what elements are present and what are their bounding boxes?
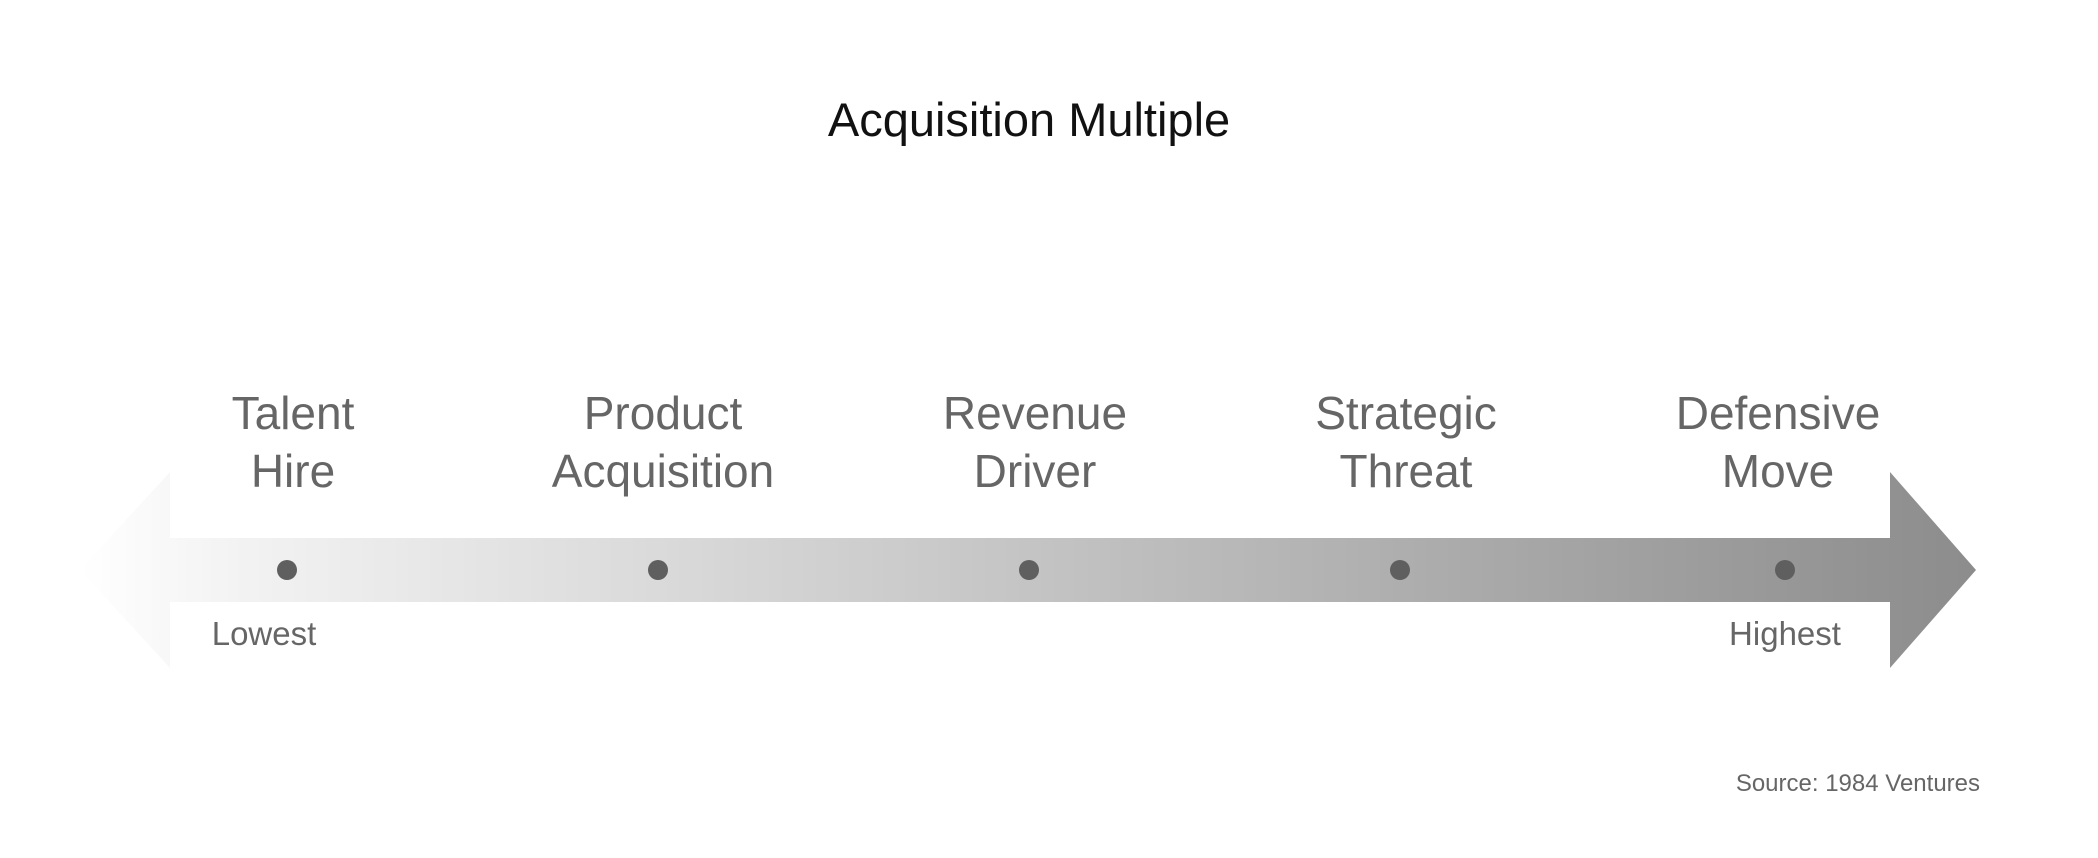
stage-label-revenue-driver: Revenue Driver (885, 384, 1185, 500)
highest-label: Highest (1729, 615, 1841, 652)
stage-label-defensive-move: Defensive Move (1628, 384, 1928, 500)
stage-label-line: Hire (250, 445, 336, 497)
stage-label-line: Talent (231, 387, 355, 439)
stage-dot-defensive-move (1775, 560, 1795, 580)
stage-label-line: Defensive (1675, 387, 1881, 439)
diagram-title: Acquisition Multiple (827, 93, 1231, 146)
stage-label-line: Product (583, 387, 743, 439)
stage-dot-talent-hire (277, 560, 297, 580)
stage-label-line: Strategic (1315, 387, 1497, 439)
stage-label-line: Move (1721, 445, 1835, 497)
stage-label-line: Threat (1339, 445, 1473, 497)
source-note: Source: 1984 Ventures (1735, 770, 1980, 797)
lowest-label: Lowest (211, 615, 317, 652)
stage-label-line: Acquisition (551, 445, 775, 497)
stage-label-line: Driver (973, 445, 1097, 497)
stage-label-line: Revenue (942, 387, 1128, 439)
stage-label-talent-hire: Talent Hire (143, 384, 443, 500)
stage-dot-product-acquisition (648, 560, 668, 580)
stage-dot-strategic-threat (1390, 560, 1410, 580)
stage-dot-revenue-driver (1019, 560, 1039, 580)
stage-label-strategic-threat: Strategic Threat (1256, 384, 1556, 500)
stage-label-product-acquisition: Product Acquisition (513, 384, 813, 500)
